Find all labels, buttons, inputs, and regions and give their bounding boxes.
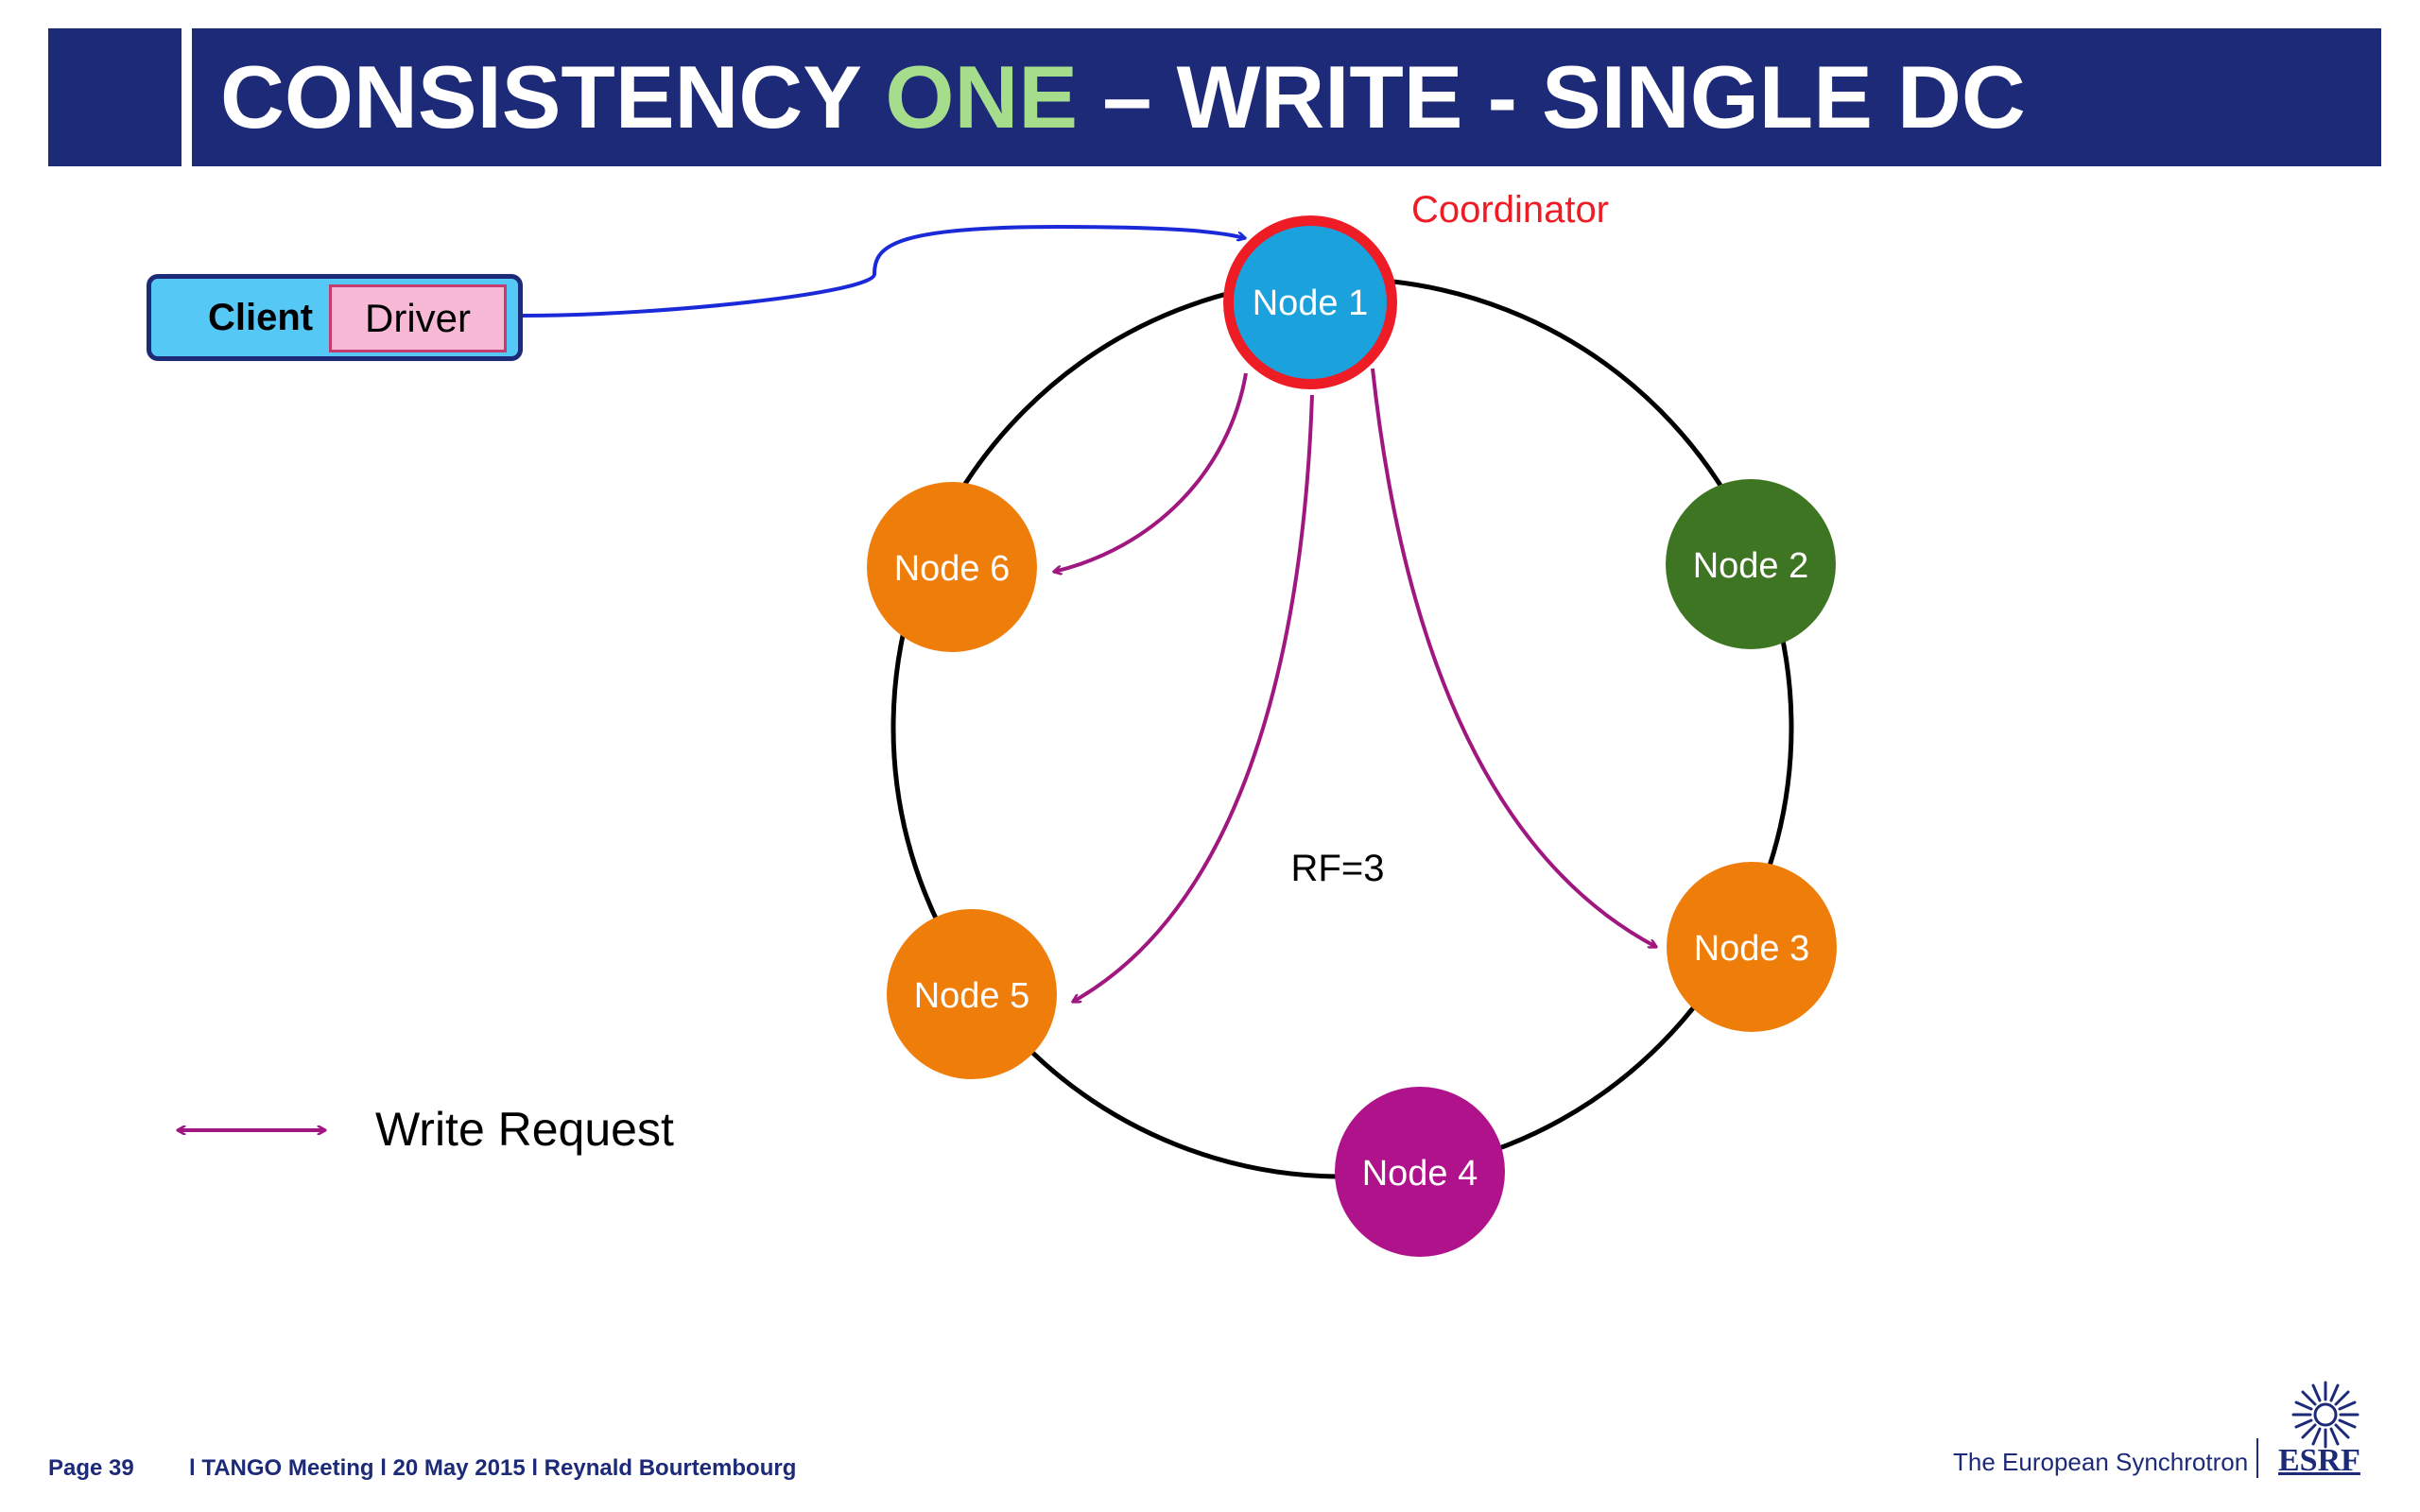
node-2: Node 2 xyxy=(1666,479,1836,649)
node-6: Node 6 xyxy=(867,482,1037,652)
client-label: Client xyxy=(208,297,314,338)
esrf-logo-text: ESRF xyxy=(2278,1443,2360,1478)
write-arrow-node3 xyxy=(1371,368,1656,949)
node-4: Node 4 xyxy=(1335,1087,1505,1257)
node-3-label: Node 3 xyxy=(1694,929,1810,969)
node-5: Node 5 xyxy=(887,909,1057,1079)
rf-label: RF=3 xyxy=(1291,848,1385,889)
footer-page-number: Page 39 xyxy=(48,1455,134,1481)
node-5-label: Node 5 xyxy=(914,976,1030,1016)
header-square xyxy=(48,28,182,166)
write-arrow-node6 xyxy=(1054,372,1248,572)
driver-box: Driver xyxy=(329,284,507,352)
esrf-logo-icon xyxy=(2291,1381,2360,1449)
write-arrow-node5 xyxy=(1073,394,1314,1004)
footer-organization: The European Synchrotron xyxy=(1953,1448,2249,1476)
node-2-label: Node 2 xyxy=(1693,546,1809,586)
header-bar: CONSISTENCY ONE – WRITE - SINGLE DC xyxy=(192,28,2381,166)
client-box: Client Driver xyxy=(147,274,523,361)
coordinator-label: Coordinator xyxy=(1411,189,1609,231)
title-part1: CONSISTENCY xyxy=(220,47,886,146)
title-part2: – WRITE - SINGLE DC xyxy=(1078,47,2026,146)
legend-write-request-label: Write Request xyxy=(375,1103,674,1156)
footer-divider xyxy=(2256,1438,2258,1478)
footer-meta: l TANGO Meeting l 20 May 2015 l Reynald … xyxy=(189,1455,797,1481)
client-request-arrow xyxy=(522,224,1245,318)
node-1-label: Node 1 xyxy=(1253,284,1369,323)
node-1: Node 1 xyxy=(1223,215,1397,389)
title-accent: ONE xyxy=(885,47,1079,146)
node-3: Node 3 xyxy=(1667,862,1837,1032)
node-6-label: Node 6 xyxy=(894,549,1011,589)
slide-title: CONSISTENCY ONE – WRITE - SINGLE DC xyxy=(220,28,2026,166)
node-4-label: Node 4 xyxy=(1362,1154,1478,1194)
